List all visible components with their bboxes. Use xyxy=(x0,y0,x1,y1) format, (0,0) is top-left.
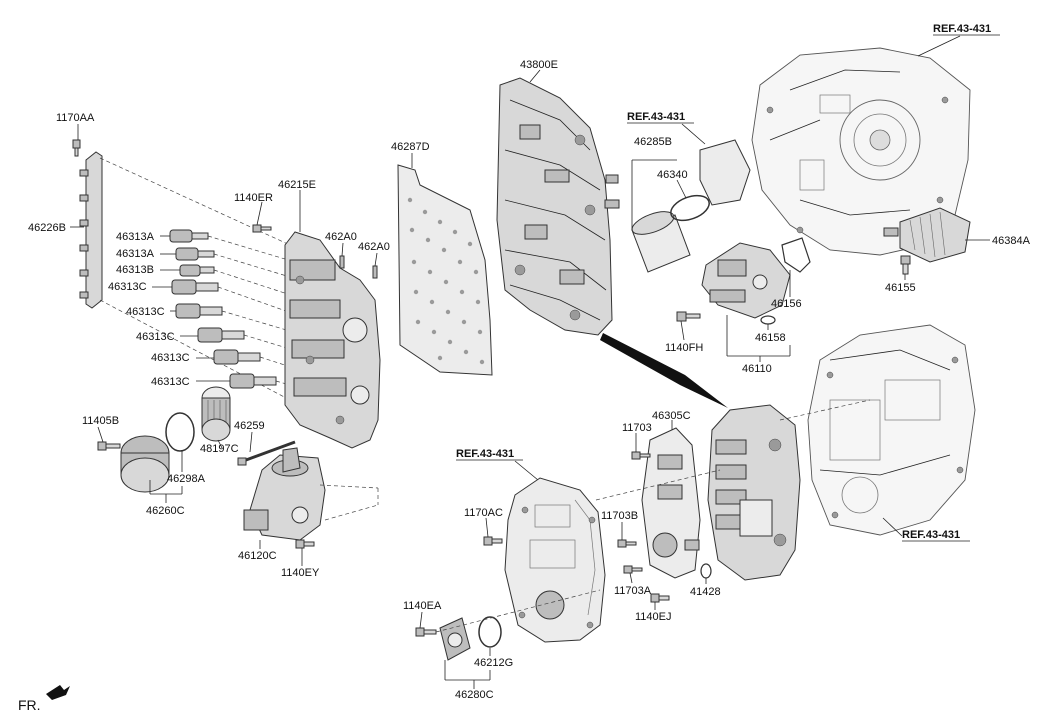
solenoid-46313C-2 xyxy=(175,303,223,319)
label-46313C-2: 46313C xyxy=(126,306,165,318)
label-41428: 41428 xyxy=(690,586,721,598)
label-46212G: 46212G xyxy=(474,657,513,669)
bolt-46259 xyxy=(237,440,296,466)
oring-46298A xyxy=(165,412,195,452)
label-46259: 46259 xyxy=(234,420,265,432)
valve-body-43800E xyxy=(496,77,620,336)
ref-label-lower-left: REF.43-431 xyxy=(456,448,514,460)
bolt-1140FH xyxy=(676,311,701,322)
label-1170AA: 1170AA xyxy=(56,112,95,124)
solenoid-46313C-3 xyxy=(197,327,245,343)
solenoid-46313C-1 xyxy=(171,279,219,295)
bolt-11703B xyxy=(617,539,637,548)
bolt-46155 xyxy=(900,255,911,275)
transmission-case-upper xyxy=(751,47,971,256)
label-46287D: 46287D xyxy=(391,141,430,153)
label-46226B: 46226B xyxy=(28,222,66,234)
label-46340: 46340 xyxy=(657,169,688,181)
label-46305C: 46305C xyxy=(652,410,691,422)
cover-46305C xyxy=(641,427,701,579)
valve-body-assembly-lower xyxy=(707,404,801,581)
label-46384A: 46384A xyxy=(992,235,1031,247)
bolt-1140EA xyxy=(415,627,437,637)
bracket-46280C xyxy=(439,617,471,661)
label-48197C: 48197C xyxy=(200,443,239,455)
bolt-1140EJ xyxy=(650,593,670,603)
label-46313C-5: 46313C xyxy=(151,376,190,388)
label-46313C-4: 46313C xyxy=(151,352,190,364)
bolt-1170AA xyxy=(72,139,81,157)
ref-label-mid-top: REF.43-431 xyxy=(627,111,685,123)
solenoid-46313A-2 xyxy=(175,247,215,261)
label-46215E: 46215E xyxy=(278,179,316,191)
label-46120C: 46120C xyxy=(238,550,277,562)
oring-41428 xyxy=(700,563,712,579)
solenoid-46313A-1 xyxy=(169,229,209,243)
label-11703A: 11703A xyxy=(614,585,652,597)
bolt-1170AC xyxy=(483,536,503,546)
label-46260C: 46260C xyxy=(146,505,185,517)
label-11405B: 11405B xyxy=(82,415,119,427)
label-1140EJ: 1140EJ xyxy=(635,611,672,623)
housing-ref-fragment xyxy=(699,139,751,206)
valve-body-strip-46226B xyxy=(79,151,103,309)
label-43800E: 43800E xyxy=(520,59,558,71)
accumulator-46260C xyxy=(120,435,170,493)
solenoid-46313B xyxy=(179,264,215,277)
solenoid-46313C-5 xyxy=(229,373,277,389)
label-46156: 46156 xyxy=(771,298,802,310)
label-11703B: 11703B xyxy=(601,510,638,522)
label-46280C: 46280C xyxy=(455,689,494,701)
separator-plate-46287D xyxy=(397,164,493,376)
label-46313A-2: 46313A xyxy=(116,248,155,260)
label-46298A: 46298A xyxy=(167,473,206,485)
pin-462A0-a xyxy=(339,255,345,269)
filter-46384A xyxy=(883,207,971,263)
oring-46212G xyxy=(478,616,502,648)
label-1140EY: 1140EY xyxy=(281,567,320,579)
bolt-11703A xyxy=(623,565,643,574)
oring-46158 xyxy=(760,315,776,325)
label-46158: 46158 xyxy=(755,332,786,344)
sleeve-46285B xyxy=(631,211,691,273)
label-11703: 11703 xyxy=(622,422,652,434)
oil-pump-46120C xyxy=(243,447,326,541)
label-1140FH: 1140FH xyxy=(665,342,703,354)
bolt-11703 xyxy=(631,451,651,460)
transmission-case-lower xyxy=(807,324,976,536)
label-46313C-3: 46313C xyxy=(136,331,175,343)
bolt-11405B xyxy=(97,441,121,451)
ref-label-lower-right: REF.43-431 xyxy=(902,529,960,541)
assembly-pointer xyxy=(600,333,728,408)
filter-48197C xyxy=(201,386,231,442)
label-46285B: 46285B xyxy=(634,136,672,148)
front-direction-label: FR. xyxy=(18,697,41,713)
label-1170AC: 1170AC xyxy=(464,507,503,519)
valve-assembly-46110 xyxy=(701,242,791,319)
pin-462A0-b xyxy=(372,265,378,279)
label-46155: 46155 xyxy=(885,282,916,294)
label-462A0-a: 462A0 xyxy=(325,231,357,243)
label-1140EA: 1140EA xyxy=(403,600,442,612)
label-46313A-1: 46313A xyxy=(116,231,155,243)
valve-body-46215E xyxy=(284,231,381,449)
bolt-1140EY xyxy=(295,539,315,549)
solenoid-46313C-4 xyxy=(213,349,261,365)
label-46313C-1: 46313C xyxy=(108,281,147,293)
label-462A0-b: 462A0 xyxy=(358,241,390,253)
gasket-46156 xyxy=(781,237,811,273)
label-46110: 46110 xyxy=(742,363,772,375)
front-arrow-icon xyxy=(46,685,70,700)
label-46313B: 46313B xyxy=(116,264,154,276)
ref-label-top-right: REF.43-431 xyxy=(933,23,991,35)
label-1140ER: 1140ER xyxy=(234,192,273,204)
side-cover xyxy=(504,477,606,643)
bolt-1140ER xyxy=(252,224,272,233)
